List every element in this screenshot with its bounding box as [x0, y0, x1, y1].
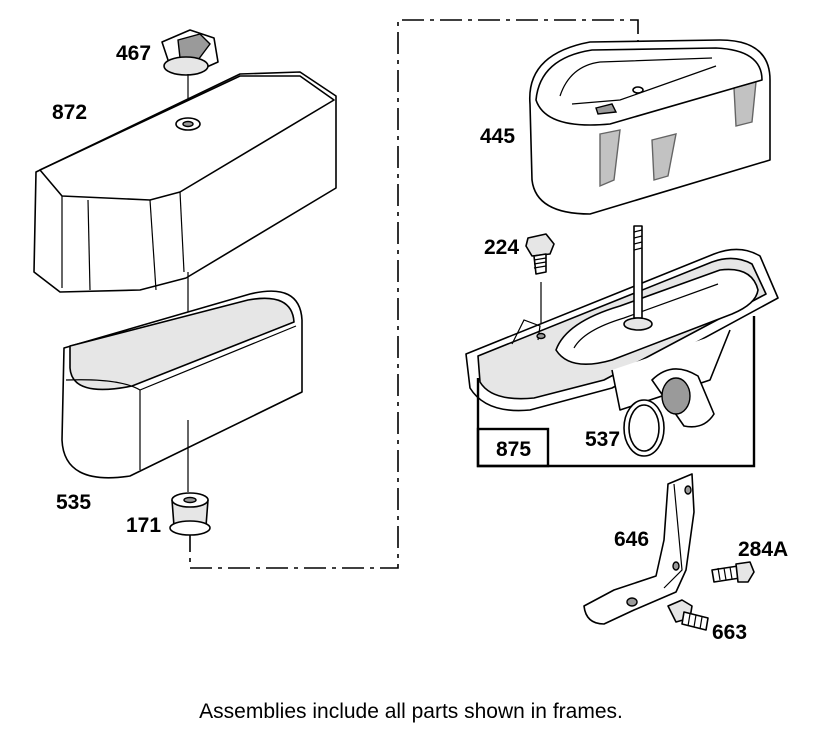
label-646: 646 — [614, 528, 649, 551]
part-224-bolt — [525, 233, 555, 275]
part-445-cartridge — [529, 39, 771, 215]
part-872-cover — [33, 71, 337, 293]
connection-line — [189, 19, 639, 569]
label-445: 445 — [480, 125, 515, 148]
part-537-gasket — [623, 399, 665, 457]
part-535-precleaner — [61, 290, 303, 479]
label-171: 171 — [126, 514, 161, 537]
label-467: 467 — [116, 42, 151, 65]
label-875: 875 — [496, 438, 531, 461]
label-535: 535 — [56, 491, 91, 514]
part-467-knob — [161, 29, 219, 76]
label-box-875 — [476, 427, 550, 468]
part-171-grommet — [169, 492, 211, 536]
label-537: 537 — [585, 428, 620, 451]
part-875-base — [465, 225, 779, 428]
part-663-bolt — [667, 599, 709, 631]
part-646-bracket — [583, 473, 695, 625]
label-872: 872 — [52, 101, 87, 124]
diagram-caption: Assemblies include all parts shown in fr… — [199, 700, 623, 723]
label-663: 663 — [712, 621, 747, 644]
part-284a-screw — [711, 561, 755, 583]
label-284a: 284A — [738, 538, 788, 561]
label-224: 224 — [484, 236, 519, 259]
assembly-frame-875 — [476, 316, 756, 468]
